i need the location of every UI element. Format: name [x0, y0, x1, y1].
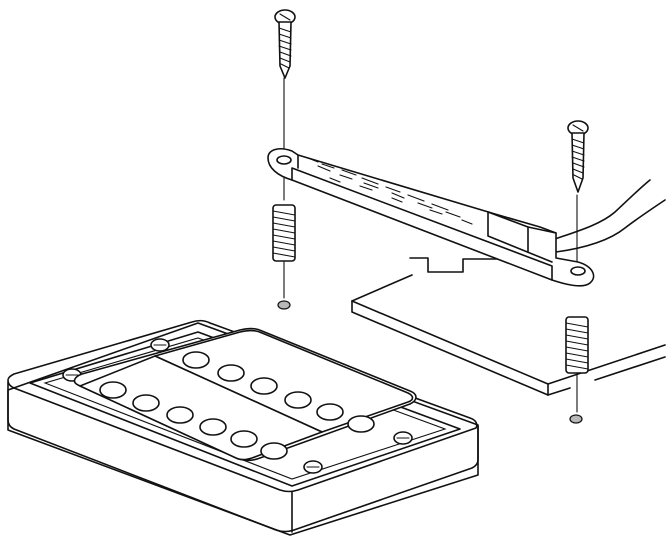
pickup-mounting-bracket — [267, 148, 595, 287]
guitar-body-route — [351, 257, 666, 396]
pickup-coil-lower — [79, 355, 323, 461]
leader-lines — [283, 77, 578, 413]
pole-pieces-upper — [182, 351, 375, 433]
body-screw-hole — [277, 300, 291, 310]
humbucker-pickup — [73, 327, 417, 462]
body-screw-hole — [569, 414, 583, 424]
pickup-lead-wire — [551, 179, 666, 253]
height-adjust-screw — [274, 9, 296, 79]
height-adjust-screw — [567, 120, 589, 193]
height-adjust-spring — [565, 316, 589, 374]
pickup-coil-upper — [154, 329, 414, 433]
height-adjust-spring — [272, 204, 296, 262]
pole-pieces-lower — [99, 381, 288, 460]
